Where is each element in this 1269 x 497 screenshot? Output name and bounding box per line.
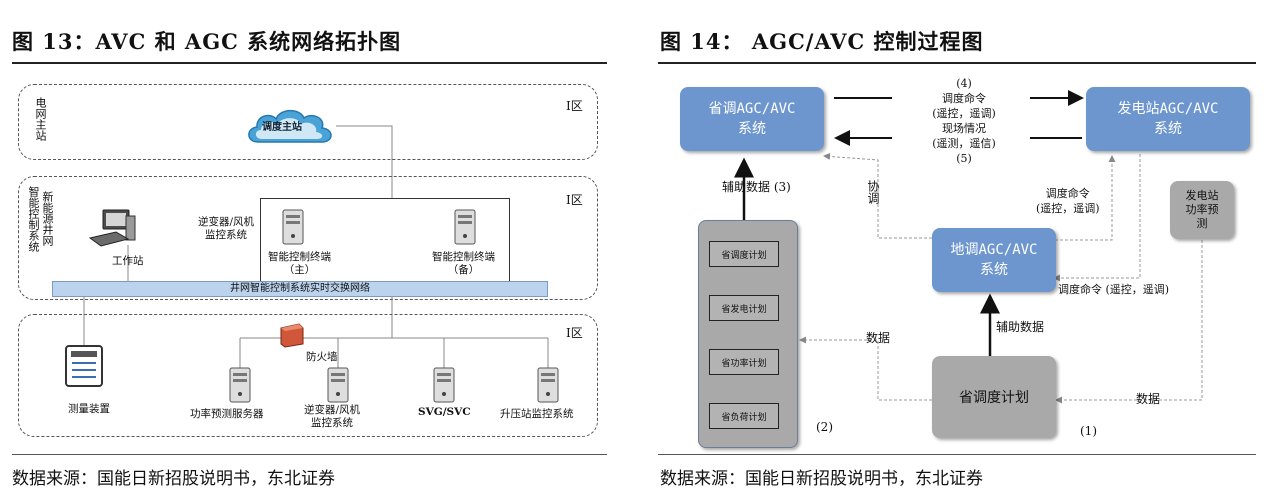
zone3-zone-label: Ⅰ区 bbox=[566, 326, 583, 340]
server-main-icon bbox=[280, 208, 306, 246]
cloud-label: 调度主站 bbox=[262, 122, 302, 133]
right-source-rule bbox=[658, 454, 1256, 455]
plan-item: 省负荷计划 bbox=[709, 403, 779, 429]
zone3-inverter-label: 逆变器/风机 监控系统 bbox=[304, 404, 361, 429]
left-source: 数据来源：国能日新招股说明书，东北证券 bbox=[12, 469, 335, 489]
plant-agc-avc-box: 发电站AGC/AVC 系统 bbox=[1086, 87, 1250, 151]
coordinate-label: 协调 bbox=[866, 180, 880, 204]
aux-data-label: 辅助数据 bbox=[996, 320, 1045, 334]
top-command-label: (4) 调度命令 (遥控，遥调) 现场情况 (遥测，遥信) (5) bbox=[902, 76, 1026, 166]
data-right-label: 数据 bbox=[1136, 392, 1161, 406]
zone1-vertical-label: 电网主站 bbox=[34, 97, 47, 141]
forecast-box-text: 发电站 功率预 测 bbox=[1185, 189, 1219, 230]
workstation-label: 工作站 bbox=[112, 255, 144, 267]
server-backup-icon bbox=[452, 208, 478, 246]
plant-forecast-box: 发电站 功率预 测 bbox=[1170, 181, 1234, 239]
provincial-box-text: 省调AGC/AVC 系统 bbox=[708, 101, 796, 137]
left-source-rule bbox=[12, 454, 607, 455]
left-figure-title: 图 13：AVC 和 AGC 系统网络拓扑图 bbox=[12, 29, 402, 54]
mid-command-label: 调度命令 (遥控，遥调) bbox=[1036, 186, 1100, 216]
terminal-main-label: 智能控制终端 （主） bbox=[268, 251, 331, 276]
right-source: 数据来源：国能日新招股说明书，东北证券 bbox=[660, 469, 983, 489]
server-substation-icon bbox=[535, 366, 561, 404]
substation-label: 升压站监控系统 bbox=[500, 408, 574, 420]
zone2-vertical-label-1: 智能控制系统 bbox=[27, 186, 40, 252]
mid-command-text: 调度命令 (遥控，遥调) bbox=[1036, 187, 1100, 215]
firewall-label: 防火墙 bbox=[306, 351, 338, 363]
server-svg-icon bbox=[431, 366, 457, 404]
aux-data-3-label: 辅助数据 (3) bbox=[722, 180, 791, 194]
low-command-label: 调度命令 (遥控，遥调) bbox=[1058, 283, 1170, 296]
plan-item: 省调度计划 bbox=[709, 241, 779, 267]
plant-box-text: 发电站AGC/AVC 系统 bbox=[1117, 101, 1219, 137]
right-figure-title: 图 14： AGC/AVC 控制过程图 bbox=[660, 29, 984, 54]
cloud-icon bbox=[244, 106, 336, 146]
zone-field-equipment bbox=[18, 314, 598, 437]
data-left-label: 数据 bbox=[866, 331, 891, 345]
provincial-agc-avc-box: 省调AGC/AVC 系统 bbox=[680, 87, 824, 151]
step-2-label: (2) bbox=[816, 420, 833, 434]
terminal-backup-label: 智能控制终端 （备） bbox=[432, 251, 495, 276]
server-forecast-icon bbox=[227, 366, 253, 404]
plan-stack-box: 省调度计划 省发电计划 省功率计划 省负荷计划 bbox=[698, 220, 798, 448]
server-inverter-icon bbox=[325, 366, 351, 404]
workstation-icon bbox=[88, 208, 138, 248]
svg-svc-label: SVG/SVC bbox=[418, 406, 471, 418]
zone2-inverter-label: 逆变器/风机 监控系统 bbox=[198, 216, 255, 241]
provincial-plan-box: 省调度计划 bbox=[932, 356, 1056, 438]
zone2-vertical-label-2: 新能源井网 bbox=[41, 191, 54, 246]
plan-item: 省功率计划 bbox=[709, 349, 779, 375]
plan-item: 省发电计划 bbox=[709, 295, 779, 321]
step-1-label: (1) bbox=[1080, 424, 1097, 438]
local-agc-avc-box: 地调AGC/AVC 系统 bbox=[932, 228, 1056, 292]
local-box-text: 地调AGC/AVC 系统 bbox=[950, 242, 1038, 278]
firewall-icon bbox=[277, 322, 305, 348]
left-title-rule bbox=[12, 62, 607, 64]
zone2-zone-label: Ⅰ区 bbox=[566, 193, 583, 207]
realtime-network-bus: 井网智能控制系统实时交换网络 bbox=[52, 281, 548, 297]
zone-smart-control bbox=[18, 176, 598, 300]
right-title-rule bbox=[658, 62, 1256, 64]
zone1-zone-label: Ⅰ区 bbox=[566, 99, 583, 113]
measure-device-icon bbox=[64, 344, 104, 388]
top-command-text: (4) 调度命令 (遥控，遥调) 现场情况 (遥测，遥信) (5) bbox=[932, 77, 996, 165]
measure-device-label: 测量装置 bbox=[68, 403, 110, 415]
forecast-server-label: 功率预测服务器 bbox=[190, 408, 264, 420]
